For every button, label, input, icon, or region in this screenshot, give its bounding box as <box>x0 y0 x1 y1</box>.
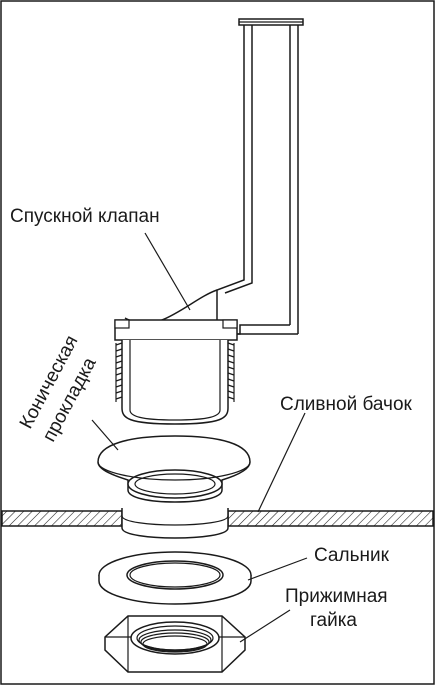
thread-left <box>115 342 123 402</box>
label-seal: Сальник <box>314 545 390 566</box>
leader-conical-gasket <box>91 419 119 451</box>
leader-drain-valve <box>144 232 191 311</box>
label-clamping-nut-line2: гайка <box>310 610 357 631</box>
valve-collar <box>114 319 238 341</box>
nut-inner-thread <box>138 629 212 653</box>
label-drain-valve: Спускной клапан <box>10 206 160 227</box>
drain-valve <box>114 18 304 425</box>
label-cistern: Сливной бачок <box>280 394 413 415</box>
clamping-nut <box>104 615 246 673</box>
cistern-bottom <box>1 508 434 539</box>
valve-threaded-body <box>121 340 229 425</box>
leader-cistern <box>257 412 306 513</box>
thread-right <box>227 342 235 402</box>
conical-gasket <box>97 435 251 503</box>
leader-seal <box>247 557 308 581</box>
pipe-left-wall <box>216 25 245 334</box>
seal <box>98 551 252 605</box>
leader-clamping-nut <box>239 609 291 643</box>
label-clamping-nut-line1: Прижимная <box>285 586 388 607</box>
